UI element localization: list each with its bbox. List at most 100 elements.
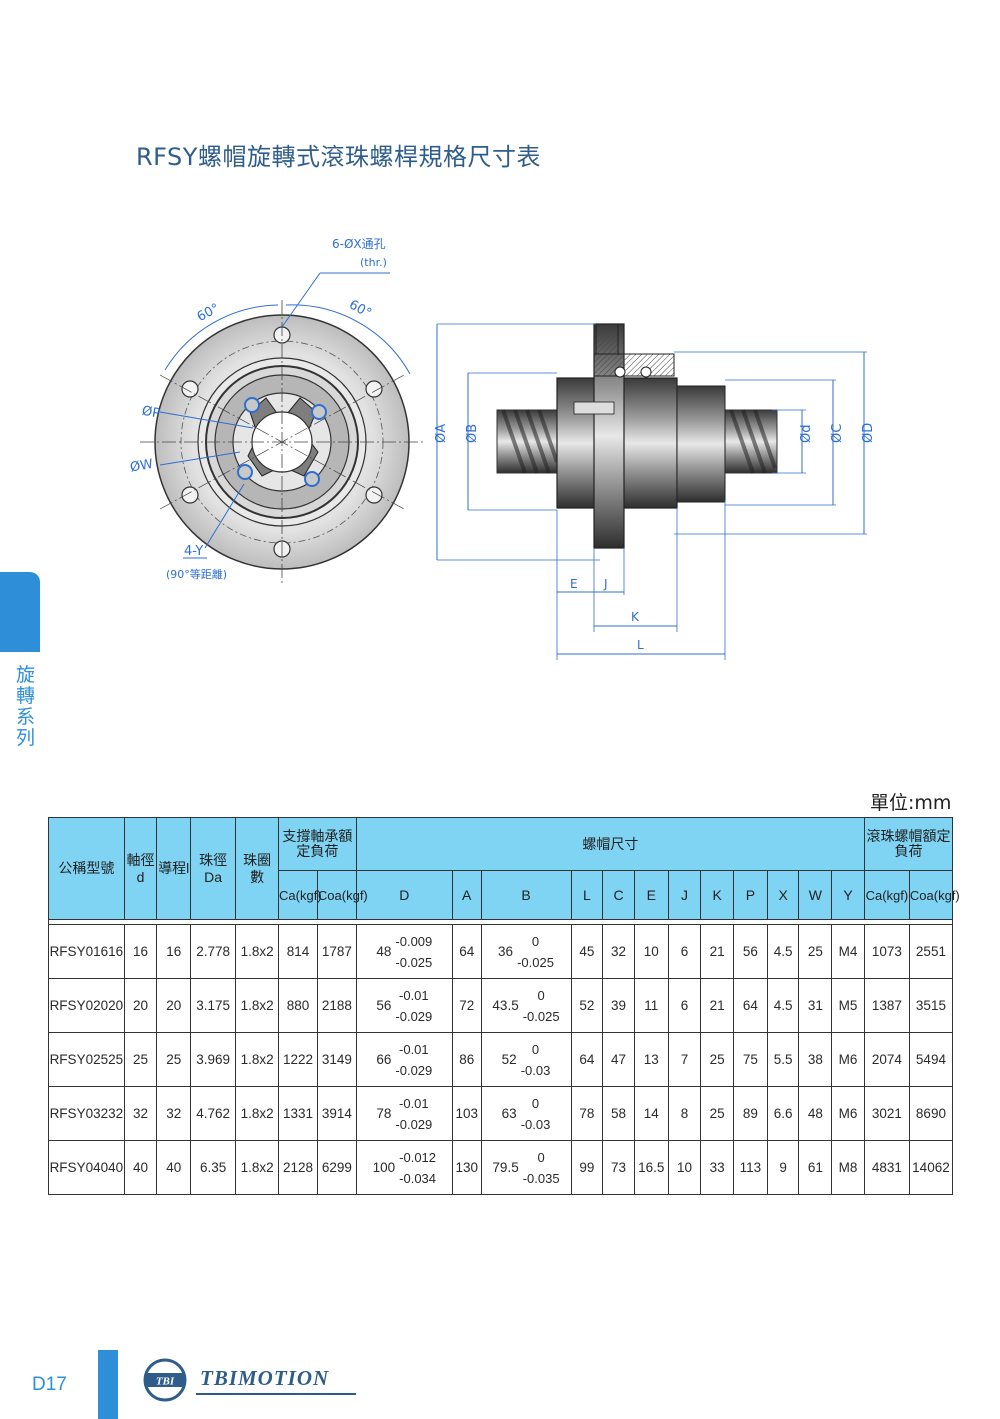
cell-W: 61: [798, 1140, 833, 1195]
cell-ballnut-ca: 1387: [863, 978, 910, 1033]
cell-ballnut-ca: 4831: [863, 1140, 910, 1195]
cell-A: 103: [451, 1086, 482, 1141]
cell-X: 9: [766, 1140, 800, 1195]
cell-Y: M4: [831, 924, 865, 979]
header-col-x: X: [766, 870, 800, 920]
y-label: 4-Y: [184, 544, 203, 559]
cell-C: 47: [602, 1032, 635, 1087]
cell-ball-da: 3.969: [190, 1032, 237, 1087]
p-label: ØP: [141, 404, 162, 422]
technical-drawing: 6-ØX通孔 (thr.) 60° 60° ØP ØW 4-Y (90°等距離): [129, 237, 876, 660]
cell-L: 64: [570, 1032, 604, 1087]
svg-text:TBI: TBI: [156, 1376, 175, 1388]
page-number: D17: [32, 1374, 67, 1395]
cell-J: 10: [667, 1140, 702, 1195]
cell-ball-da: 6.35: [190, 1140, 237, 1195]
header-col-y: Y: [831, 870, 865, 920]
header-col-w: W: [798, 870, 833, 920]
front-view: [140, 272, 425, 585]
cell-turns: 1.8x2: [235, 1140, 280, 1195]
cell-model: RFSY03232: [48, 1086, 125, 1141]
cell-C: 39: [602, 978, 635, 1033]
cell-turns: 1.8x2: [235, 924, 280, 979]
cell-support-coa: 3914: [316, 1086, 357, 1141]
cell-ballnut-ca: 1073: [863, 924, 910, 979]
cell-shaft-d: 32: [123, 1086, 158, 1141]
cell-W: 25: [798, 924, 833, 979]
cell-model: RFSY02525: [48, 1032, 125, 1087]
cell-ballnut-ca: 2074: [863, 1032, 910, 1087]
cell-turns: 1.8x2: [235, 1032, 280, 1087]
cell-support-ca: 880: [278, 978, 318, 1033]
cell-D: 100-0.012-0.034: [355, 1140, 453, 1195]
cell-J: 8: [667, 1086, 702, 1141]
cell-J: 7: [667, 1032, 702, 1087]
cell-W: 48: [798, 1086, 833, 1141]
cell-turns: 1.8x2: [235, 978, 280, 1033]
cell-K: 21: [700, 924, 735, 979]
side-label: 旋轉系列: [16, 664, 36, 749]
spec-table: 公稱型號 軸徑d 導程l 珠徑Da 珠圈數 支撐軸承額定負荷 螺帽尺寸 滾珠螺帽…: [48, 817, 960, 1195]
cell-P: 56: [733, 924, 768, 979]
cell-X: 6.6: [766, 1086, 800, 1141]
cell-P: 113: [733, 1140, 768, 1195]
header-ballnut-ca: Ca(kgf): [863, 870, 910, 920]
header-ball: 珠徑Da: [190, 817, 237, 920]
dim-e-label: E: [570, 577, 578, 591]
header-col-c: C: [602, 870, 635, 920]
w-label: ØW: [129, 457, 154, 476]
cell-K: 21: [700, 978, 735, 1033]
header-support-coa: Coa(kgf): [316, 870, 368, 920]
cell-ball-da: 3.175: [190, 978, 237, 1033]
header-col-a: A: [451, 870, 482, 920]
cell-X: 5.5: [766, 1032, 800, 1087]
cell-L: 45: [570, 924, 604, 979]
cell-ballnut-coa: 14062: [908, 1140, 954, 1195]
header-support-ca: Ca(kgf): [278, 870, 322, 920]
header-lead: 導程l: [156, 817, 192, 920]
cell-K: 25: [700, 1086, 735, 1141]
cell-D: 66-0.01-0.029: [355, 1032, 453, 1087]
cell-E: 16.5: [633, 1140, 669, 1195]
header-ballnut-coa: Coa(kgf): [908, 870, 960, 920]
cell-L: 99: [570, 1140, 604, 1195]
header-model: 公稱型號: [48, 817, 125, 920]
brand-underline: [196, 1393, 356, 1395]
cell-shaft-d: 16: [123, 924, 158, 979]
cell-K: 33: [700, 1140, 735, 1195]
cell-lead: 16: [156, 924, 192, 979]
cell-model: RFSY02020: [48, 978, 125, 1033]
cell-support-ca: 1222: [278, 1032, 318, 1087]
unit-label: 單位:mm: [870, 792, 952, 814]
cell-J: 6: [667, 978, 702, 1033]
header-col-e: E: [633, 870, 669, 920]
cell-lead: 40: [156, 1140, 192, 1195]
cell-support-ca: 814: [278, 924, 318, 979]
footer-bar: [98, 1350, 118, 1419]
header-col-b: B: [480, 870, 572, 920]
cell-ball-da: 2.778: [190, 924, 237, 979]
hole-label-sub: (thr.): [360, 256, 387, 269]
y-label-sub: (90°等距離): [166, 567, 227, 581]
cell-support-coa: 1787: [316, 924, 357, 979]
cell-support-coa: 2188: [316, 978, 357, 1033]
cell-Y: M6: [831, 1032, 865, 1087]
cell-L: 52: [570, 978, 604, 1033]
cell-J: 6: [667, 924, 702, 979]
header-ballnut-load: 滾珠螺帽額定負荷: [863, 817, 954, 871]
cell-ball-da: 4.762: [190, 1086, 237, 1141]
header-shaft: 軸徑d: [123, 817, 158, 920]
cell-shaft-d: 25: [123, 1032, 158, 1087]
cell-support-ca: 1331: [278, 1086, 318, 1141]
cell-shaft-d: 40: [123, 1140, 158, 1195]
cell-X: 4.5: [766, 924, 800, 979]
dim-k-label: K: [631, 610, 640, 624]
